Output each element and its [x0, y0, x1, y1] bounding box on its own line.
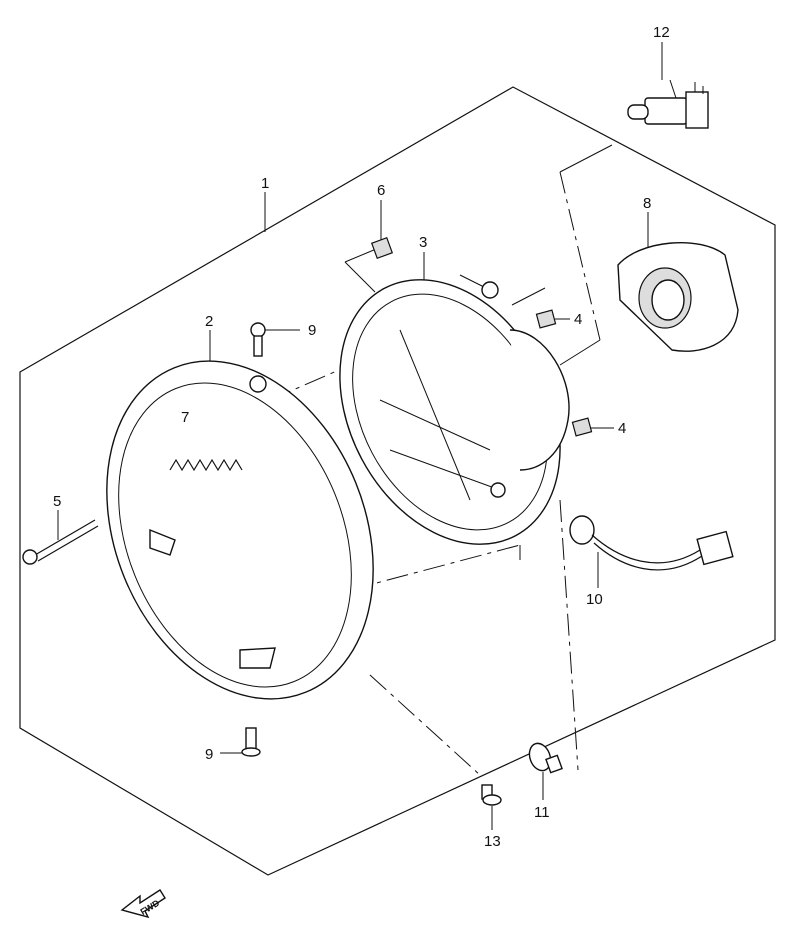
- callout-4-upper: 4: [574, 311, 582, 328]
- nut-6: [370, 236, 394, 260]
- position-bulb-11: [528, 742, 563, 774]
- callout-labels: 1 2 3 4 4 5 6 7 8 9 9 10 11 12 13: [53, 24, 670, 850]
- screw-9-lower: [241, 727, 261, 757]
- callout-9-lower: 9: [205, 746, 213, 763]
- screw-5: [22, 519, 99, 565]
- callout-10: 10: [586, 591, 603, 608]
- dust-cover-8: [617, 241, 739, 352]
- callout-1: 1: [261, 175, 269, 192]
- fwd-arrow-icon: FWD: [120, 889, 166, 919]
- nut-4-lower: [571, 417, 593, 437]
- assembly-boundary: [19, 86, 776, 876]
- nut-4-upper: [535, 309, 557, 329]
- headlight-rim-2: [106, 360, 374, 700]
- spring-7: [169, 458, 243, 472]
- headlight-bulb-12: [627, 79, 709, 129]
- callout-7: 7: [181, 409, 189, 426]
- callout-11: 11: [534, 804, 550, 821]
- callout-6: 6: [377, 182, 385, 199]
- callout-13: 13: [484, 833, 501, 850]
- screw-13: [481, 784, 502, 806]
- headlight-unit-3: [339, 279, 570, 545]
- screw-9-upper: [250, 322, 266, 357]
- callout-5: 5: [53, 493, 61, 510]
- callout-4-lower: 4: [618, 420, 626, 437]
- callout-12: 12: [653, 24, 670, 41]
- callout-9-upper: 9: [308, 322, 316, 339]
- callout-8: 8: [643, 195, 651, 212]
- socket-harness-10: [569, 515, 734, 571]
- callout-2: 2: [205, 313, 213, 330]
- callout-3: 3: [419, 234, 427, 251]
